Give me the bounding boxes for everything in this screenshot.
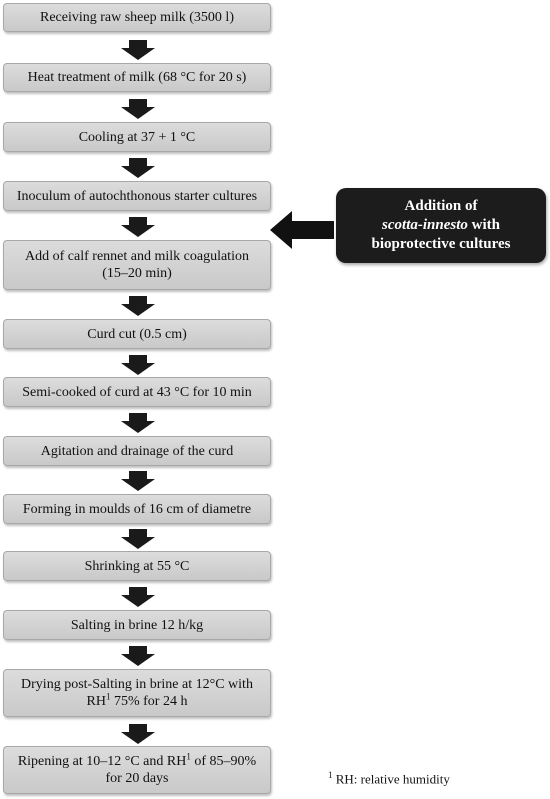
down-arrow-icon <box>121 529 155 549</box>
step-label: Salting in brine 12 h/kg <box>70 617 204 633</box>
step-label: Forming in moulds of 16 cm of diametre <box>22 501 252 517</box>
down-arrow-icon <box>121 158 155 178</box>
step-label: Agitation and drainage of the curd <box>40 443 234 459</box>
step-label: Receiving raw sheep milk (3500 l) <box>39 10 234 25</box>
callout-line3: bioprotective cultures <box>371 236 511 252</box>
footnote: 1 RH: relative humidity <box>328 770 450 787</box>
down-arrow-icon <box>121 355 155 375</box>
step-agitation-drainage: Agitation and drainage of the curd <box>3 436 271 466</box>
left-arrow-icon <box>270 211 334 249</box>
step-label-line2: (15–20 min) <box>102 266 172 281</box>
step-label-line1: Drying post-Salting in brine at 12°C wit… <box>21 677 253 692</box>
step-curd-cut: Curd cut (0.5 cm) <box>3 319 271 349</box>
step-label-line1: Ripening at 10–12 °C and RH1 of 85–90% <box>17 751 257 769</box>
step-rennet-coagulation: Add of calf rennet and milk coagulation … <box>3 240 271 290</box>
step-forming-moulds: Forming in moulds of 16 cm of diametre <box>3 494 271 524</box>
step-semi-cooked: Semi-cooked of curd at 43 °C for 10 min <box>3 377 271 407</box>
step-salting-brine: Salting in brine 12 h/kg <box>3 610 271 640</box>
step-label: Heat treatment of milk (68 °C for 20 s) <box>27 70 247 85</box>
step-drying-post-salting: Drying post-Salting in brine at 12°C wit… <box>3 669 271 717</box>
callout-line1: Addition of <box>404 198 478 214</box>
down-arrow-icon <box>121 217 155 237</box>
down-arrow-icon <box>121 413 155 433</box>
down-arrow-icon <box>121 40 155 60</box>
addition-callout: Addition of scotta-innesto with bioprote… <box>336 188 546 263</box>
down-arrow-icon <box>121 99 155 119</box>
down-arrow-icon <box>121 296 155 316</box>
step-label-line1: Add of calf rennet and milk coagulation <box>25 249 249 264</box>
callout-line2: scotta-innesto with <box>382 217 500 233</box>
step-label-line2: for 20 days <box>105 771 169 786</box>
step-heat-treatment: Heat treatment of milk (68 °C for 20 s) <box>3 63 271 92</box>
down-arrow-icon <box>121 646 155 666</box>
step-inoculum: Inoculum of autochthonous starter cultur… <box>3 181 271 211</box>
down-arrow-icon <box>121 724 155 744</box>
step-cooling: Cooling at 37 + 1 °C <box>3 122 271 152</box>
step-ripening: Ripening at 10–12 °C and RH1 of 85–90% f… <box>3 746 271 794</box>
down-arrow-icon <box>121 587 155 607</box>
step-label-line2: RH1 75% for 24 h <box>86 691 188 709</box>
step-label: Inoculum of autochthonous starter cultur… <box>16 188 258 204</box>
step-label: Semi-cooked of curd at 43 °C for 10 min <box>22 384 252 400</box>
step-label: Curd cut (0.5 cm) <box>87 326 187 342</box>
step-receiving-milk: Receiving raw sheep milk (3500 l) <box>3 3 271 32</box>
down-arrow-icon <box>121 471 155 491</box>
step-label: Shrinking at 55 °C <box>84 558 190 574</box>
step-shrinking: Shrinking at 55 °C <box>3 551 271 581</box>
step-label: Cooling at 37 + 1 °C <box>78 129 196 145</box>
